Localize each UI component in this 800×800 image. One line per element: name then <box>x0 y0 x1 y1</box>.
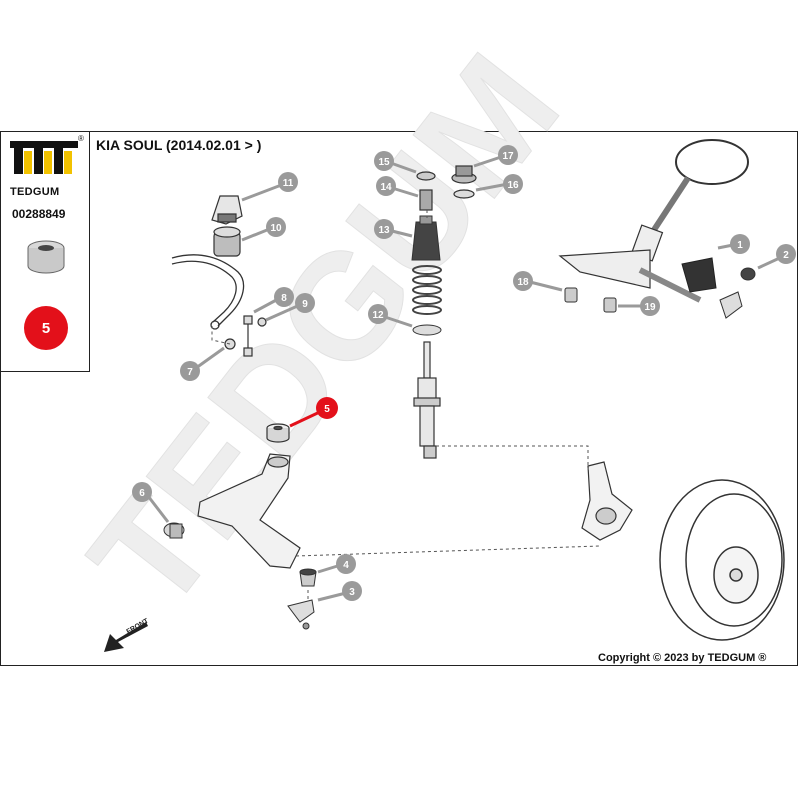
lower-control-arm <box>197 453 301 569</box>
steering-assembly <box>558 139 749 303</box>
watermark: TEDGUM <box>58 24 591 640</box>
callout-1: 1 <box>737 240 743 251</box>
callout-6: 6 <box>139 488 145 499</box>
brand-name: TEDGUM <box>10 186 60 198</box>
callout-13: 13 <box>378 225 390 236</box>
part-number: 00288849 <box>12 207 66 221</box>
callout-16: 16 <box>507 180 519 191</box>
copyright-text: Copyright © 2023 by TEDGUM ® <box>598 652 767 664</box>
registered-mark: ® <box>78 134 84 143</box>
callout-4: 4 <box>343 560 349 571</box>
callout-5: 5 <box>324 404 330 415</box>
stabilizer-bar <box>171 254 245 330</box>
front-bushing <box>163 522 185 539</box>
callout-9: 9 <box>302 299 308 310</box>
control-arm-bushing <box>266 423 290 443</box>
callout-10: 10 <box>270 223 282 234</box>
strut-top-mount <box>416 165 477 211</box>
highlight-badge: 5 <box>24 306 68 350</box>
vehicle-title: KIA SOUL (2014.02.01 > ) <box>96 137 262 153</box>
callout-7: 7 <box>187 367 193 378</box>
callout-2: 2 <box>783 250 789 261</box>
callout-14: 14 <box>380 182 392 193</box>
callout-15: 15 <box>378 157 390 168</box>
callout-18: 18 <box>517 277 529 288</box>
dust-boot <box>411 215 441 261</box>
front-arrow-icon: FRONT <box>104 617 151 652</box>
ball-joint <box>287 568 317 630</box>
callout-19: 19 <box>644 302 656 313</box>
tie-rod-end <box>719 267 756 319</box>
callouts: 1 2 3 4 5 6 7 8 9 10 <box>132 145 796 602</box>
wheel <box>659 479 785 641</box>
diagram-frame <box>0 131 798 666</box>
coil-spring <box>412 265 442 315</box>
callout-3: 3 <box>349 587 355 598</box>
callout-8: 8 <box>281 293 287 304</box>
stabilizer-link <box>224 315 267 357</box>
stabilizer-bushing <box>211 195 243 257</box>
shock-absorber <box>413 341 441 459</box>
spring-seat <box>412 324 442 336</box>
callout-12: 12 <box>372 310 384 321</box>
callout-11: 11 <box>283 178 294 189</box>
bushing-thumbnail <box>27 240 65 274</box>
callout-17: 17 <box>502 151 514 162</box>
steering-knuckle <box>581 461 633 541</box>
rack-bushings <box>564 287 617 313</box>
steering-boot <box>681 257 717 293</box>
